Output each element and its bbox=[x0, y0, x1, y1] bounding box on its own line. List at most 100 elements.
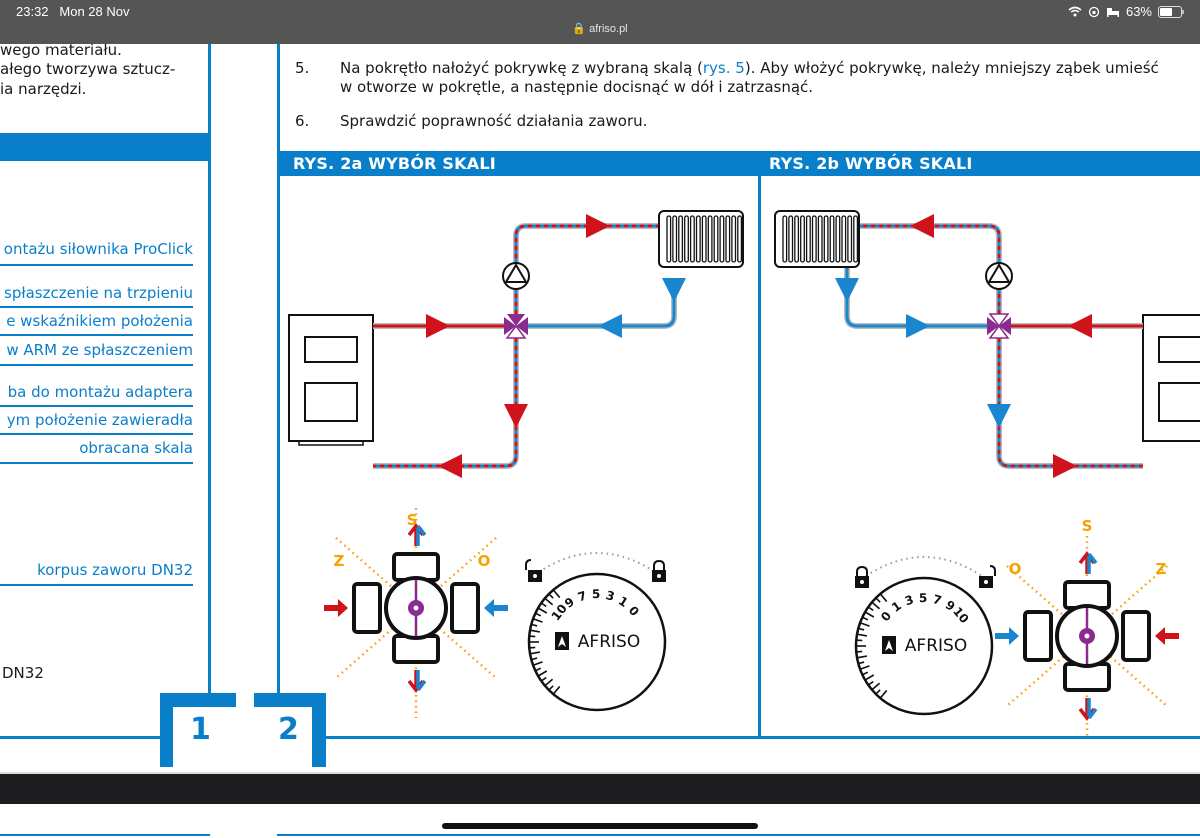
battery-fill bbox=[1160, 7, 1172, 16]
dial-tick bbox=[859, 621, 870, 627]
dial-tick bbox=[856, 655, 868, 659]
dial-tick bbox=[856, 650, 863, 653]
step-6-line-1: Sprawdzić poprawność działania zaworu. bbox=[340, 112, 648, 130]
page-rule bbox=[277, 834, 1200, 836]
section-header-bar bbox=[0, 133, 210, 161]
dial-tick bbox=[552, 685, 561, 695]
intro-line-3: ia narzędzi. bbox=[0, 80, 87, 98]
dial-tick bbox=[532, 617, 543, 623]
radiator-fin bbox=[788, 215, 794, 263]
radiator-fin bbox=[719, 215, 725, 263]
dial-tick bbox=[540, 676, 547, 682]
date-text: Mon 28 Nov bbox=[59, 4, 130, 19]
toc-link-splaszczenie[interactable]: spłaszczenie na trzpieniu bbox=[4, 284, 193, 302]
dial-tick bbox=[532, 661, 543, 667]
toc-link-korpus[interactable]: korpus zaworu DN32 bbox=[37, 561, 193, 579]
valve-body-2a bbox=[324, 508, 508, 718]
step-5-line-2: w otworze w pokrętle, a następnie docisn… bbox=[340, 78, 814, 96]
dial-brand: AFRISO bbox=[905, 636, 967, 656]
radiator-fin bbox=[805, 215, 811, 263]
dial-tick bbox=[879, 593, 888, 603]
lock-icon bbox=[652, 559, 666, 582]
valve-label-o: O bbox=[478, 552, 491, 570]
step-5-line-1: Na pokrętło nałożyć pokrywkę z wybraną s… bbox=[340, 59, 1159, 77]
valve-guide-line bbox=[335, 537, 497, 679]
dial-tick bbox=[864, 674, 875, 681]
dial-tick bbox=[879, 689, 888, 699]
dial-tick bbox=[531, 623, 538, 627]
valve-label-o: O bbox=[1009, 560, 1022, 578]
valve-guide-line bbox=[335, 537, 497, 679]
radiator-fin bbox=[689, 215, 695, 263]
inflow-arrow-left bbox=[324, 599, 348, 617]
document-page: wego materiału. ałego tworzywa sztucz- i… bbox=[0, 44, 1200, 772]
page-tab-1[interactable]: 1 bbox=[190, 712, 211, 747]
dial-tick bbox=[871, 682, 881, 691]
toc-link-skala[interactable]: obracana skala bbox=[79, 439, 193, 457]
link-underline bbox=[0, 405, 193, 407]
unlock-icon bbox=[979, 565, 996, 588]
dial-tick bbox=[875, 597, 881, 603]
dial-tick bbox=[548, 685, 554, 691]
inflow-arrow-left bbox=[995, 627, 1019, 645]
valve-body-2b bbox=[995, 536, 1179, 736]
wifi-icon bbox=[1068, 6, 1082, 17]
radiator-fin bbox=[707, 215, 713, 263]
radiator-fin bbox=[853, 215, 859, 263]
radiator-fin bbox=[701, 215, 707, 263]
battery-percent: 63% bbox=[1125, 4, 1152, 19]
home-indicator[interactable] bbox=[442, 823, 758, 829]
valve-label-s: S bbox=[407, 511, 418, 529]
toc-link-arm[interactable]: w ARM ze spłaszczeniem bbox=[6, 341, 193, 359]
radiator-fin bbox=[794, 215, 800, 263]
figure-divider bbox=[758, 176, 761, 736]
dial-tick bbox=[871, 601, 881, 610]
dial-tick bbox=[856, 639, 863, 642]
dial-tick bbox=[529, 646, 536, 649]
valve-label-z: Z bbox=[334, 552, 345, 570]
radiator-fin bbox=[713, 215, 719, 263]
lock-icon bbox=[855, 565, 869, 588]
valve-port-right bbox=[1121, 610, 1151, 662]
radiator-fin bbox=[817, 215, 823, 263]
address-bar[interactable]: 🔒 afriso.pl bbox=[0, 22, 1200, 35]
radiator-fin bbox=[678, 215, 684, 263]
intro-line-1: wego materiału. bbox=[0, 44, 122, 59]
radiator-fin bbox=[731, 215, 737, 263]
dial-tick bbox=[867, 606, 874, 612]
toc-link-adapter[interactable]: ba do montażu adaptera bbox=[7, 383, 193, 401]
dial-scale-number: 7 bbox=[931, 592, 943, 608]
pump-icon bbox=[985, 262, 1013, 290]
valve-port-left bbox=[352, 582, 382, 634]
link-underline bbox=[0, 584, 193, 586]
pump-icon bbox=[502, 262, 530, 290]
dial-tick bbox=[858, 661, 865, 665]
figure-2a-title: RYS. 2a WYBÓR SKALI bbox=[279, 151, 759, 176]
toc-link-wskaznik[interactable]: e wskaźnikiem położenia bbox=[6, 312, 193, 330]
toc-link-zawieradlo[interactable]: ym położenie zawieradła bbox=[6, 411, 193, 429]
dial-tick bbox=[862, 616, 869, 621]
radiator-fin bbox=[666, 215, 672, 263]
page-rule bbox=[0, 834, 210, 836]
radiator-fin bbox=[835, 215, 841, 263]
radiator-fin bbox=[800, 215, 805, 263]
valve-label-z: Z bbox=[1156, 560, 1167, 578]
mixing-valve-icon bbox=[504, 314, 528, 339]
dial-tick bbox=[544, 597, 554, 606]
toc-link-proclick[interactable]: ontażu siłownika ProClick bbox=[3, 240, 193, 258]
radiator-fin bbox=[782, 215, 788, 263]
valve-port-right bbox=[450, 582, 480, 634]
dial-scale-number: 7 bbox=[576, 588, 588, 604]
orientation-lock-icon bbox=[1088, 6, 1100, 17]
link-underline bbox=[0, 334, 193, 336]
figure-link-rys5[interactable]: rys. 5 bbox=[702, 59, 745, 77]
page-tab-2[interactable]: 2 bbox=[278, 712, 299, 747]
unlock-icon bbox=[525, 559, 542, 582]
figure-2b-title: RYS. 2b WYBÓR SKALI bbox=[759, 151, 1200, 176]
status-icons: 63% bbox=[1068, 4, 1184, 19]
dial-tick bbox=[540, 602, 547, 608]
dial-tick bbox=[535, 612, 542, 617]
valve-port-left bbox=[1023, 610, 1053, 662]
step-6-number: 6. bbox=[295, 112, 310, 130]
